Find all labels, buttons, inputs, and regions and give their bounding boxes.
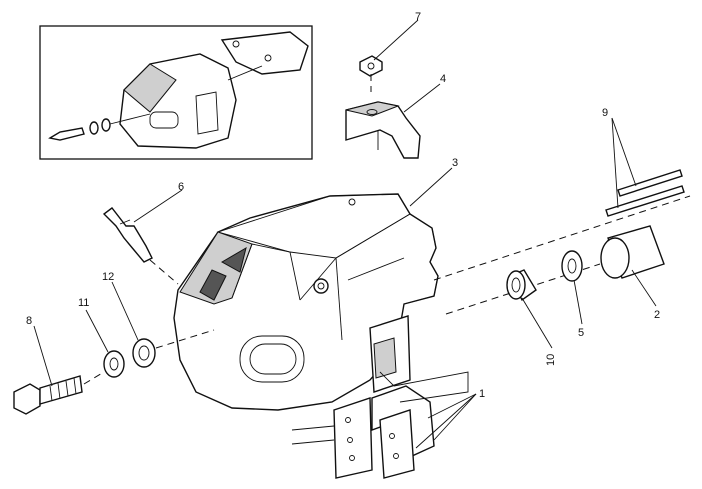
housing-window — [239, 335, 305, 383]
bolt-8 — [13, 375, 83, 415]
callout-10: 10 — [545, 354, 557, 366]
leader-lines — [33, 19, 657, 449]
callout-labels: 1 2 3 4 5 6 7 8 9 10 11 12 — [26, 11, 660, 400]
callout-9: 9 — [602, 107, 608, 119]
callout-2: 2 — [654, 309, 660, 321]
callout-12: 12 — [102, 271, 114, 283]
callout-8: 8 — [26, 315, 32, 327]
pins-9 — [605, 169, 685, 217]
inset-bolt — [48, 127, 85, 141]
nut-7 — [359, 55, 383, 92]
callout-11: 11 — [78, 297, 89, 309]
callout-3: 3 — [452, 157, 458, 169]
washer-5 — [561, 250, 583, 282]
callout-7: 7 — [415, 11, 421, 23]
callout-5: 5 — [578, 327, 584, 339]
mounting-bracket — [345, 101, 421, 159]
inset-view — [39, 25, 313, 160]
spacer-10 — [506, 269, 537, 302]
shaft-axis — [433, 195, 691, 281]
callout-6: 6 — [178, 181, 184, 193]
mounting-plates-1 — [291, 371, 469, 479]
callout-4: 4 — [440, 73, 446, 85]
inset-washer — [101, 118, 111, 132]
inset-mount-bracket — [220, 31, 309, 75]
vent-fitting — [102, 207, 179, 285]
inset-washer — [89, 121, 99, 135]
inset-frame — [39, 25, 313, 160]
callout-1: 1 — [479, 388, 485, 400]
boss-hole — [313, 278, 329, 294]
lock-washer-11 — [103, 350, 125, 378]
flat-washer-12 — [132, 338, 156, 368]
gear-case-housing — [173, 193, 439, 411]
bushing-2 — [600, 225, 665, 279]
